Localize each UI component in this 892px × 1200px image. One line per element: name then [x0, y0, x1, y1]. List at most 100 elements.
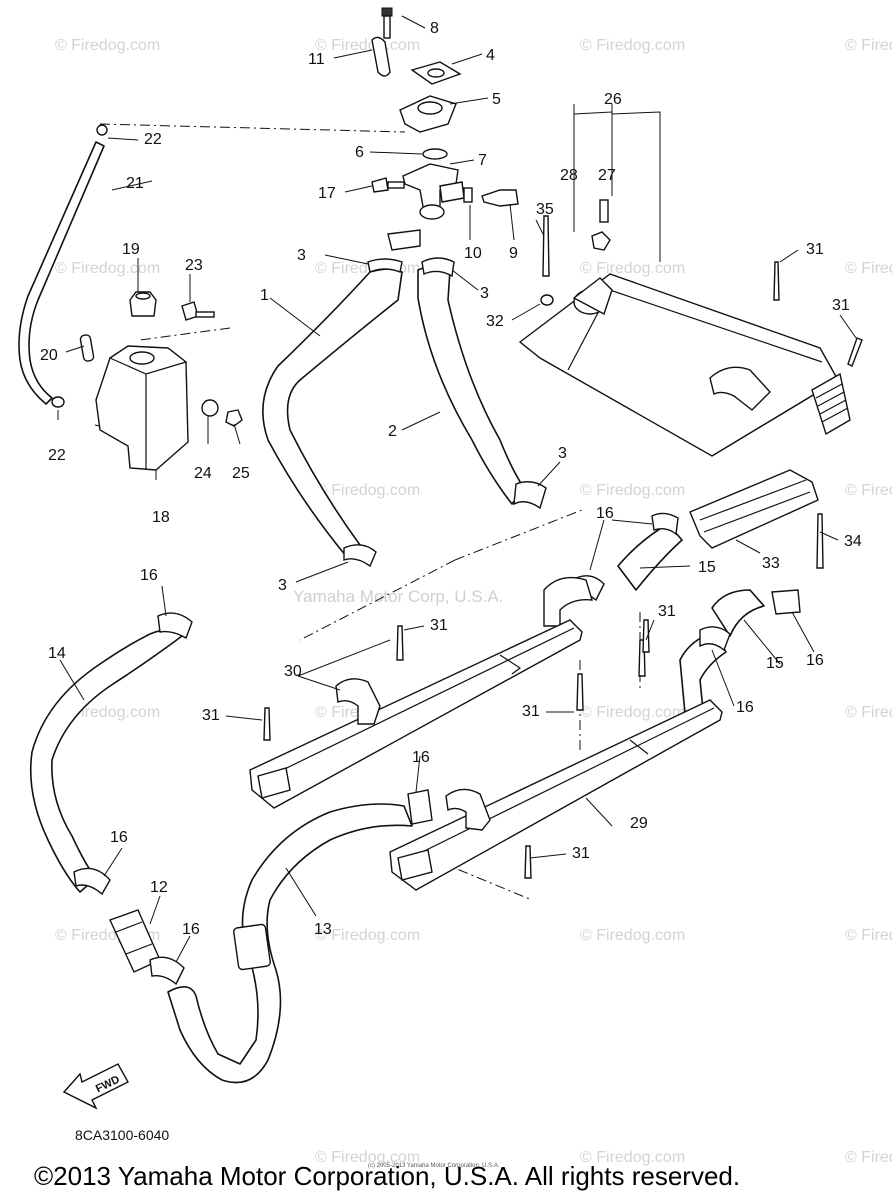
rivet-34 — [816, 513, 824, 569]
rivet-35 — [542, 215, 550, 277]
fwd-arrow-icon — [62, 1063, 129, 1110]
clamp-3-d — [343, 544, 377, 568]
callout-28: 28 — [560, 167, 578, 184]
watermark: © Firedog.com — [55, 260, 160, 277]
callout-16: 16 — [596, 505, 614, 522]
watermark: © Firedog.com — [580, 260, 685, 277]
hose-13-sleeve — [233, 923, 271, 971]
hose-2 — [417, 265, 525, 505]
copyright-notice: ©2013 Yamaha Motor Corporation, U.S.A. A… — [34, 1161, 740, 1191]
bolt-8-shank — [383, 15, 391, 39]
callout-31: 31 — [832, 297, 850, 314]
clamp-16-g — [407, 789, 433, 825]
heat-exchanger-fins — [811, 372, 851, 436]
rail-30 — [249, 619, 583, 809]
callout-23: 23 — [185, 257, 203, 274]
callout-18: 18 — [152, 509, 170, 526]
callout-31: 31 — [658, 603, 676, 620]
tank-18 — [95, 345, 189, 471]
housing-7 — [402, 163, 459, 213]
callout-33: 33 — [762, 555, 780, 572]
washer-10 — [463, 187, 473, 203]
hose-21 — [18, 141, 105, 405]
small-print: (c) 2005-2013 Yamaha Motor Corporation, … — [368, 1163, 500, 1169]
callout-26: 26 — [604, 91, 622, 108]
grommet-24 — [201, 399, 219, 417]
watermark: © Firedog.com — [315, 37, 420, 54]
watermark: © Firedog.com — [845, 927, 892, 944]
hose-1 — [262, 268, 403, 557]
cooling-rails — [249, 619, 723, 891]
center-watermark: Yamaha Motor Corp, U.S.A. — [293, 587, 503, 606]
bolt-8 — [381, 7, 393, 17]
callout-15: 15 — [698, 559, 716, 576]
callout-3: 3 — [558, 445, 567, 462]
callout-29: 29 — [630, 815, 648, 832]
callout-22: 22 — [48, 447, 66, 464]
callout-numbers: 8 11 4 5 6 7 17 10 9 22 21 19 23 20 22 2… — [40, 20, 862, 938]
callout-31: 31 — [430, 617, 448, 634]
watermark: © Firedog.com — [315, 482, 420, 499]
rivet-31 — [773, 261, 780, 301]
callout-16: 16 — [806, 652, 824, 669]
gasket-6 — [422, 148, 448, 160]
watermark: © Firedog.com — [845, 704, 892, 721]
clamp-3-b — [421, 257, 455, 278]
callout-35: 35 — [536, 201, 554, 218]
bolt-27 — [599, 199, 609, 223]
callout-16: 16 — [412, 749, 430, 766]
callout-7: 7 — [478, 152, 487, 169]
callout-16: 16 — [736, 699, 754, 716]
part-code: 8CA3100-6040 — [75, 1127, 169, 1143]
watermark: © Firedog.com — [55, 37, 160, 54]
hose-14 — [29, 629, 183, 893]
watermark: © Firedog.com — [580, 1149, 685, 1166]
watermark-layer: © Firedog.com © Firedog.com © Firedog.co… — [55, 37, 892, 1166]
callout-8: 8 — [430, 20, 439, 37]
callout-32: 32 — [486, 313, 504, 330]
callout-4: 4 — [486, 47, 495, 64]
callout-12: 12 — [150, 879, 168, 896]
lower-hoses — [29, 512, 801, 1084]
clamp-16-a — [651, 512, 679, 536]
clamp-16-e — [73, 867, 111, 896]
rail-30-elbow — [335, 678, 381, 725]
callout-3: 3 — [297, 247, 306, 264]
bolt-17 — [371, 177, 389, 193]
callout-24: 24 — [194, 465, 212, 482]
callout-3: 3 — [480, 285, 489, 302]
rail-29-elbow — [445, 788, 491, 831]
callout-6: 6 — [355, 144, 364, 161]
callout-30: 30 — [284, 663, 302, 680]
watermark: © Firedog.com — [580, 927, 685, 944]
watermark: © Firedog.com — [845, 482, 892, 499]
callout-31: 31 — [806, 241, 824, 258]
watermark: © Firedog.com — [845, 260, 892, 277]
rivet-31 — [396, 625, 404, 661]
callout-15: 15 — [766, 655, 784, 672]
nut-25 — [225, 409, 243, 427]
callout-13: 13 — [314, 921, 332, 938]
callout-5: 5 — [492, 91, 501, 108]
bracket-33 — [689, 469, 819, 549]
clamp-16-d — [157, 612, 193, 640]
clamp-3-a — [367, 258, 403, 273]
rivet-31 — [576, 673, 584, 711]
callout-31: 31 — [522, 703, 540, 720]
callout-16: 16 — [140, 567, 158, 584]
fwd-arrow: FWD — [62, 1063, 129, 1110]
sensor-9 — [481, 189, 519, 207]
callout-1: 1 — [260, 287, 269, 304]
rivet-31 — [847, 337, 863, 367]
heat-exchanger-26 — [518, 199, 851, 457]
watermark: © Firedog.com — [315, 927, 420, 944]
reservoir-tank — [18, 124, 243, 471]
leader-lines — [57, 15, 857, 963]
upper-hoses — [262, 229, 547, 568]
callout-20: 20 — [40, 347, 58, 364]
nut-28 — [591, 231, 611, 251]
callout-2: 2 — [388, 423, 397, 440]
callout-3: 3 — [278, 577, 287, 594]
callout-31: 31 — [202, 707, 220, 724]
